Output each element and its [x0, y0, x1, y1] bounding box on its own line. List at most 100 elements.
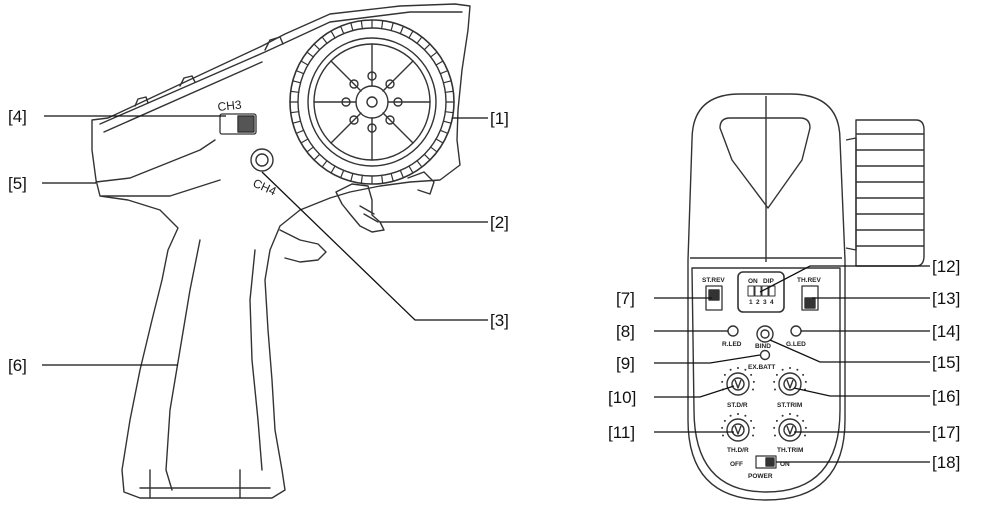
- ex-batt-port: [759, 349, 771, 361]
- knob-tick-dot: [773, 426, 776, 429]
- knurl-tick: [390, 172, 394, 182]
- ch3-switch[interactable]: [219, 113, 257, 135]
- knob-tick-dot: [752, 434, 755, 437]
- rear-lever: [407, 171, 435, 195]
- knurl-tick: [439, 70, 449, 75]
- off-label: OFF: [730, 461, 743, 468]
- knob-tick-dot: [781, 414, 784, 417]
- knob-tick-dot: [789, 367, 791, 369]
- throttle-trigger[interactable]: [335, 183, 385, 233]
- st-dr-knob[interactable]: [726, 372, 750, 396]
- knurl-tick: [423, 153, 431, 161]
- knob-tick-dot: [750, 419, 753, 422]
- knob-tick-dot: [737, 413, 739, 415]
- knurl-tick: [442, 80, 452, 84]
- knurl-tick: [295, 70, 305, 75]
- knob-tick-dot: [789, 413, 791, 415]
- knob-tick-dot: [721, 380, 724, 383]
- g-led-label: G.LED: [786, 341, 806, 348]
- knurl-tick: [295, 129, 305, 134]
- dip-number-3: 3: [763, 299, 767, 306]
- knob-tick-dot: [744, 414, 747, 417]
- grip-inner-front: [165, 239, 201, 491]
- knob-tick-dot: [723, 373, 726, 376]
- knob-tick-dot: [723, 419, 726, 422]
- knob-tick-dot: [773, 388, 776, 391]
- knurl-tick: [321, 36, 328, 44]
- knob-tick-dot: [729, 414, 732, 417]
- knob-tick-dot: [752, 388, 755, 391]
- callout-3: [3]: [490, 311, 509, 330]
- th-trim-knob[interactable]: [778, 418, 802, 442]
- knob-tick-dot: [804, 380, 807, 383]
- knurl-tick: [350, 22, 354, 32]
- ch4-button[interactable]: [250, 148, 274, 172]
- power-label: POWER: [748, 473, 773, 480]
- knurl-tick: [408, 30, 414, 39]
- knob-tick-dot: [773, 380, 776, 383]
- transmitter-back-view: [687, 93, 925, 501]
- callout-5: [5]: [8, 174, 27, 193]
- knob-tick-dot: [737, 367, 739, 369]
- dip-switch[interactable]: [737, 271, 785, 313]
- ch3-switch-slider: [237, 115, 255, 133]
- callout-7: [7]: [616, 289, 635, 308]
- knurl-tick: [340, 25, 345, 35]
- knurl-tick: [439, 129, 449, 134]
- top-ridge: [99, 11, 463, 125]
- knurl-tick: [313, 153, 321, 161]
- knurl-tick: [444, 111, 454, 114]
- knob-tick-dot: [781, 368, 784, 371]
- top-nub-3: [134, 96, 149, 107]
- wheel-knurl: [289, 19, 455, 185]
- callout-15: [15]: [932, 353, 960, 372]
- g-led: [790, 325, 802, 337]
- th-dr-label: TH.D/R: [727, 447, 749, 454]
- knob-tick-dot: [775, 373, 778, 376]
- bind-label: BIND: [755, 343, 771, 350]
- bind-button[interactable]: [756, 325, 774, 343]
- knurl-tick: [435, 60, 444, 66]
- callout-12: [12]: [932, 257, 960, 276]
- side-upper-ledge: [95, 139, 216, 183]
- knurl-tick: [430, 146, 438, 153]
- knurl-tick: [390, 22, 394, 32]
- callout-1: [1]: [490, 109, 509, 128]
- r-led: [727, 325, 739, 337]
- knurl-tick: [292, 120, 302, 124]
- knob-tick-dot: [729, 368, 732, 371]
- knurl-tick: [430, 51, 438, 58]
- right-leader-lines: [654, 265, 930, 463]
- st-trim-knob[interactable]: [778, 372, 802, 396]
- callout-13: [13]: [932, 289, 960, 308]
- th-dr-knob[interactable]: [726, 418, 750, 442]
- knurl-tick: [416, 160, 423, 168]
- th-trim-label: TH.TRIM: [777, 447, 803, 454]
- callout-10: [10]: [608, 388, 636, 407]
- knurl-tick: [435, 138, 444, 144]
- grip-inner-back: [249, 249, 263, 471]
- callout-8: [8]: [616, 322, 635, 341]
- th-rev-label: TH.REV: [797, 277, 822, 284]
- top-ridge-2: [103, 61, 263, 133]
- knob-tick-dot: [802, 419, 805, 422]
- top-nub-2: [179, 75, 196, 87]
- knurl-tick: [300, 60, 309, 66]
- callout-9: [9]: [616, 354, 635, 373]
- knurl-tick: [360, 174, 363, 184]
- leader-16: [793, 387, 930, 397]
- knob-tick-dot: [744, 368, 747, 371]
- side-lower-ledge: [101, 179, 221, 197]
- ch3-label: CH3: [217, 98, 243, 114]
- back-housing: [687, 93, 846, 501]
- knurl-tick: [330, 30, 336, 39]
- knurl-tick: [408, 165, 414, 174]
- knurl-tick: [306, 51, 314, 58]
- knurl-tick: [399, 25, 404, 35]
- back-steering-wheel: [845, 119, 925, 267]
- knurl-tick: [300, 138, 309, 144]
- knurl-tick: [381, 20, 384, 30]
- dip-number-1: 1: [749, 299, 753, 306]
